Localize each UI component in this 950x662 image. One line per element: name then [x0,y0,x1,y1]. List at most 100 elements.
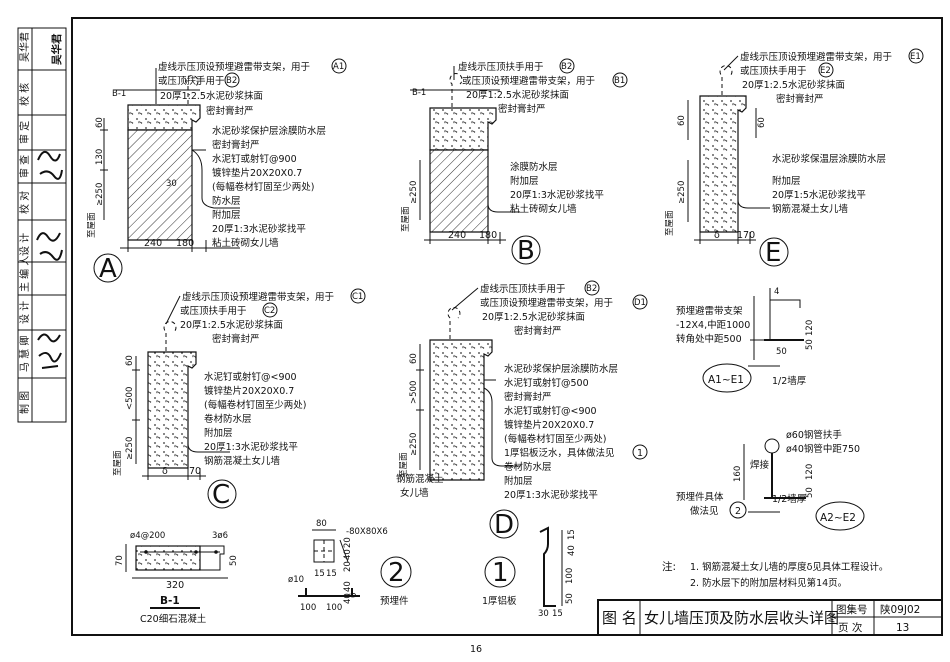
c-callout-7: (每幅卷材钉固至少两处) [204,399,306,411]
sidebar-row-4: 审 查 [18,155,31,178]
d-callout-9: 镀锌垫片20X20X0.7 [504,419,594,431]
d-callout-2: 或压顶设预埋避雷带支架，用于 [480,297,613,309]
a-bottom-dim-180: 180 [176,238,194,249]
c-callout-9: 附加层 [204,427,233,439]
sidebar-row-9: 马 慧 卿 [18,336,31,372]
notes: 注: 1. 钢筋混凝土女儿墙的厚度δ见具体工程设计。 2. 防水层下的附加层材料… [662,560,888,589]
d-callout-3: 20厚1:2.5水泥砂浆抹面 [482,311,585,323]
a-callout-13: 粘土砖砌女儿墙 [212,237,279,249]
page-number-in-block: 13 [896,622,909,634]
a-callouts: 虚线示压顶设预埋避雷带支架，用于 A1 或压顶扶手用于 B2 20厚1:2.5水… [155,58,347,249]
b-callouts: 虚线示压顶扶手用于 B2 或压顶设预埋避雷带支架，用于 B1 20厚1:2.5水… [453,58,628,215]
d-callout-10: (每幅卷材钉固至少两处) [504,433,606,445]
d-callout-1: 虚线示压顶扶手用于 [480,283,566,295]
part1-dim-100: 100 [565,568,575,584]
a-callout-12: 20厚1:3水泥砂浆找平 [212,223,306,235]
a1e1-dim-120: 120 [805,320,815,336]
c-ref-1: C1 [352,292,363,302]
part2-rebar: ø10 [288,575,304,585]
a2e2-label: A2~E2 [820,512,856,524]
e-ref-1: E1 [910,52,921,62]
e-dim-60-b: 60 [757,117,767,128]
sidebar-row-8: 设 计 [18,301,31,324]
d-callout-6: 水泥钉或射钉@500 [504,377,589,389]
signature-wu: 吴华君 [50,33,63,65]
b-ref-1: B2 [561,62,572,72]
sidebar-row-6: 设 计 [18,233,31,256]
part2-caption: 预埋件 [380,595,409,607]
detail-a1-e1: 4 120 50 50 预埋避雷带支架 -12X4,中距1000 转角处中距50… [676,287,815,393]
a-level: 至屋面 [87,212,97,238]
c-bottom-dim-delta: δ [162,466,168,477]
d-ref-1: B2 [586,284,597,294]
b1-tag: B-1 [160,595,180,607]
a-callout-5: 水泥砂浆保护层涂膜防水层 [212,125,326,137]
a2e2-dim-160: 160 [733,466,743,482]
detail-a: B-1 60 130 ≥250 30 至屋面 240 180 虚线示压顶设预埋避… [87,58,347,284]
a-label: A [99,254,117,284]
c-bottom-dim-70: 70 [189,466,201,477]
drawing-title: 女儿墙压顶及防水层收头详图 [644,609,839,627]
e-bottom-dim-70: 170 [737,230,755,241]
a-callout-4: 密封膏封严 [206,105,254,117]
a-callout-6: 密封膏封严 [212,139,260,151]
a2e2-callout-2: ø40钢管中距750 [786,443,860,455]
a-dim-60: 60 [95,117,105,128]
a-callout-1: 虚线示压顶设预埋避雷带支架，用于 [158,61,310,73]
part1-dim-30: 30 [538,609,549,619]
a-callout-11: 附加层 [212,209,241,221]
e-level: 至屋面 [665,210,675,236]
c-callout-6: 镀锌垫片20X20X0.7 [204,385,294,397]
detail-b: B-1 ≥250 至屋面 240 180 虚线示压顶扶手用于 B2 或压顶设预埋… [401,58,628,266]
page-label: 页 次 [838,621,863,634]
atlas-number: 陕09J02 [880,603,920,616]
sidebar-row-7: 主 编 人 [18,256,31,292]
d-ref-note: 1 [637,448,643,459]
detail-e: 60 60 ≥250 至屋面 δ 170 虚线示压顶设预埋避雷带支架，用于 E1… [665,48,924,268]
a-ref-1: A1 [333,62,344,72]
c-callout-2: 或压顶扶手用于 [180,305,247,317]
e-dim-250: ≥250 [677,181,687,204]
d-side-note-1: 钢筋混凝土 [396,473,444,485]
b-bottom-dim-240: 240 [448,230,466,241]
b-dim-250: ≥250 [409,181,419,204]
a-callout-7: 水泥钉或射钉@900 [212,153,297,165]
part2-dim-100-b: 100 [326,603,342,613]
a-dim-30: 30 [166,179,177,189]
d-callout-14: 20厚1:3水泥砂浆找平 [504,489,598,501]
e-ref-2: E2 [820,66,831,76]
b-label: B [517,236,535,266]
a1e1-dim-50-a: 50 [805,339,815,350]
sidebar-row-5: 校 对 [18,191,31,214]
c-ref-2: C2 [264,306,275,316]
c-dim-500: <500 [125,387,135,410]
a2e2-callout-3: 焊接 [750,459,770,471]
section-b-1: ø4@200 3ø6 70 320 50 B-1 C20细石混凝土 [115,531,239,625]
d-side-note-2: 女儿墙 [400,487,429,499]
part2-dim-15-b: 15 [326,569,337,579]
sidebar-row-10: 制 图 [18,391,31,414]
part1-dim-40: 40 [567,545,577,556]
d-dim-500: >500 [409,381,419,404]
e-bottom-dim-delta: δ [714,230,720,241]
d-callout-13: 附加层 [504,475,533,487]
part2-dim-80: 80 [316,519,327,529]
a1e1-dim-4: 4 [774,287,779,297]
a2e2-dim-120: 120 [805,464,815,480]
b1-top-label-1: ø4@200 [130,531,165,541]
title-name-label: 图 名 [602,609,637,627]
detail-d: 60 >500 ≥250 至屋面 钢筋混凝土 女儿墙 虚线示压顶扶手用于 B2 … [396,280,648,540]
d-callout-5: 水泥砂浆保护层涂膜防水层 [504,363,618,375]
c-level: 至屋面 [113,450,123,476]
a-callout-8: 镀锌垫片20X20X0.7 [212,167,302,179]
part1-caption: 1厚铝板 [482,595,517,607]
sheet-page-number: 16 [470,644,482,655]
notes-line-2: 2. 防水层下的附加层材料见第14页。 [690,577,847,589]
b-level: 至屋面 [401,206,411,232]
part2-dim-15-a: 15 [314,569,325,579]
b-callout-4: 密封膏封严 [498,103,546,115]
title-block: 图 名 女儿墙压顶及防水层收头详图 图集号 陕09J02 页 次 13 [597,599,943,636]
a2e2-callout-1: ø60钢管扶手 [786,429,842,441]
atlas-label: 图集号 [836,603,868,616]
notes-line-1: 1. 钢筋混凝土女儿墙的厚度δ见具体工程设计。 [690,561,888,573]
